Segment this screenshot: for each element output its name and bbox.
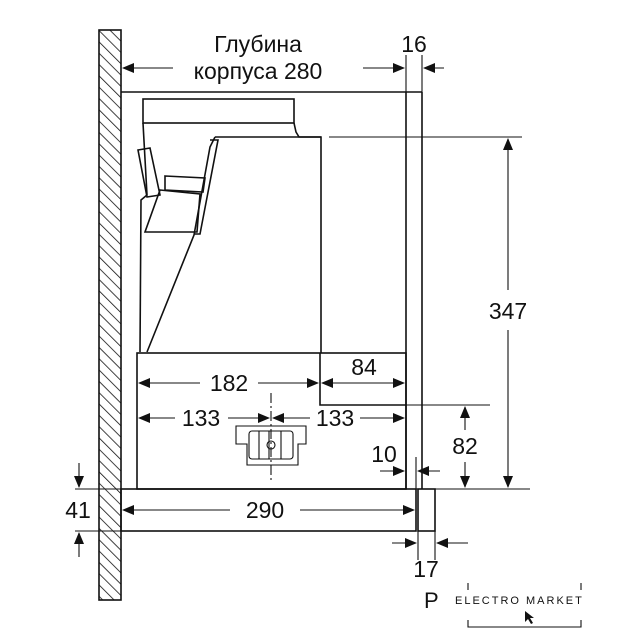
dim-17-label: 17	[413, 556, 439, 582]
wall-hatch	[98, 29, 122, 601]
dim-82-label: 82	[452, 433, 478, 459]
dim-84-label: 84	[351, 354, 377, 380]
dim-290-label: 290	[246, 497, 284, 523]
electro-market-watermark: P ELECTRO MARKET	[424, 583, 584, 628]
dim-41-label: 41	[65, 497, 91, 523]
dim-133-right-label: 133	[316, 405, 354, 431]
dimension-lines	[74, 55, 513, 560]
dim-347-label: 347	[489, 298, 527, 324]
watermark-brand: ELECTRO MARKET	[455, 595, 584, 607]
dim-10-label: 10	[371, 441, 397, 467]
depth-label-line1: Глубина	[214, 31, 302, 57]
dim-16-label: 16	[401, 31, 427, 57]
electrical-connector-icon	[235, 393, 307, 482]
watermark-letter: P	[424, 588, 439, 613]
extractor-strip	[75, 488, 436, 532]
depth-label-line2: корпуса 280	[194, 58, 323, 84]
cursor-icon	[525, 611, 534, 624]
dim-182-label: 182	[210, 370, 248, 396]
dim-133-left-label: 133	[182, 405, 220, 431]
